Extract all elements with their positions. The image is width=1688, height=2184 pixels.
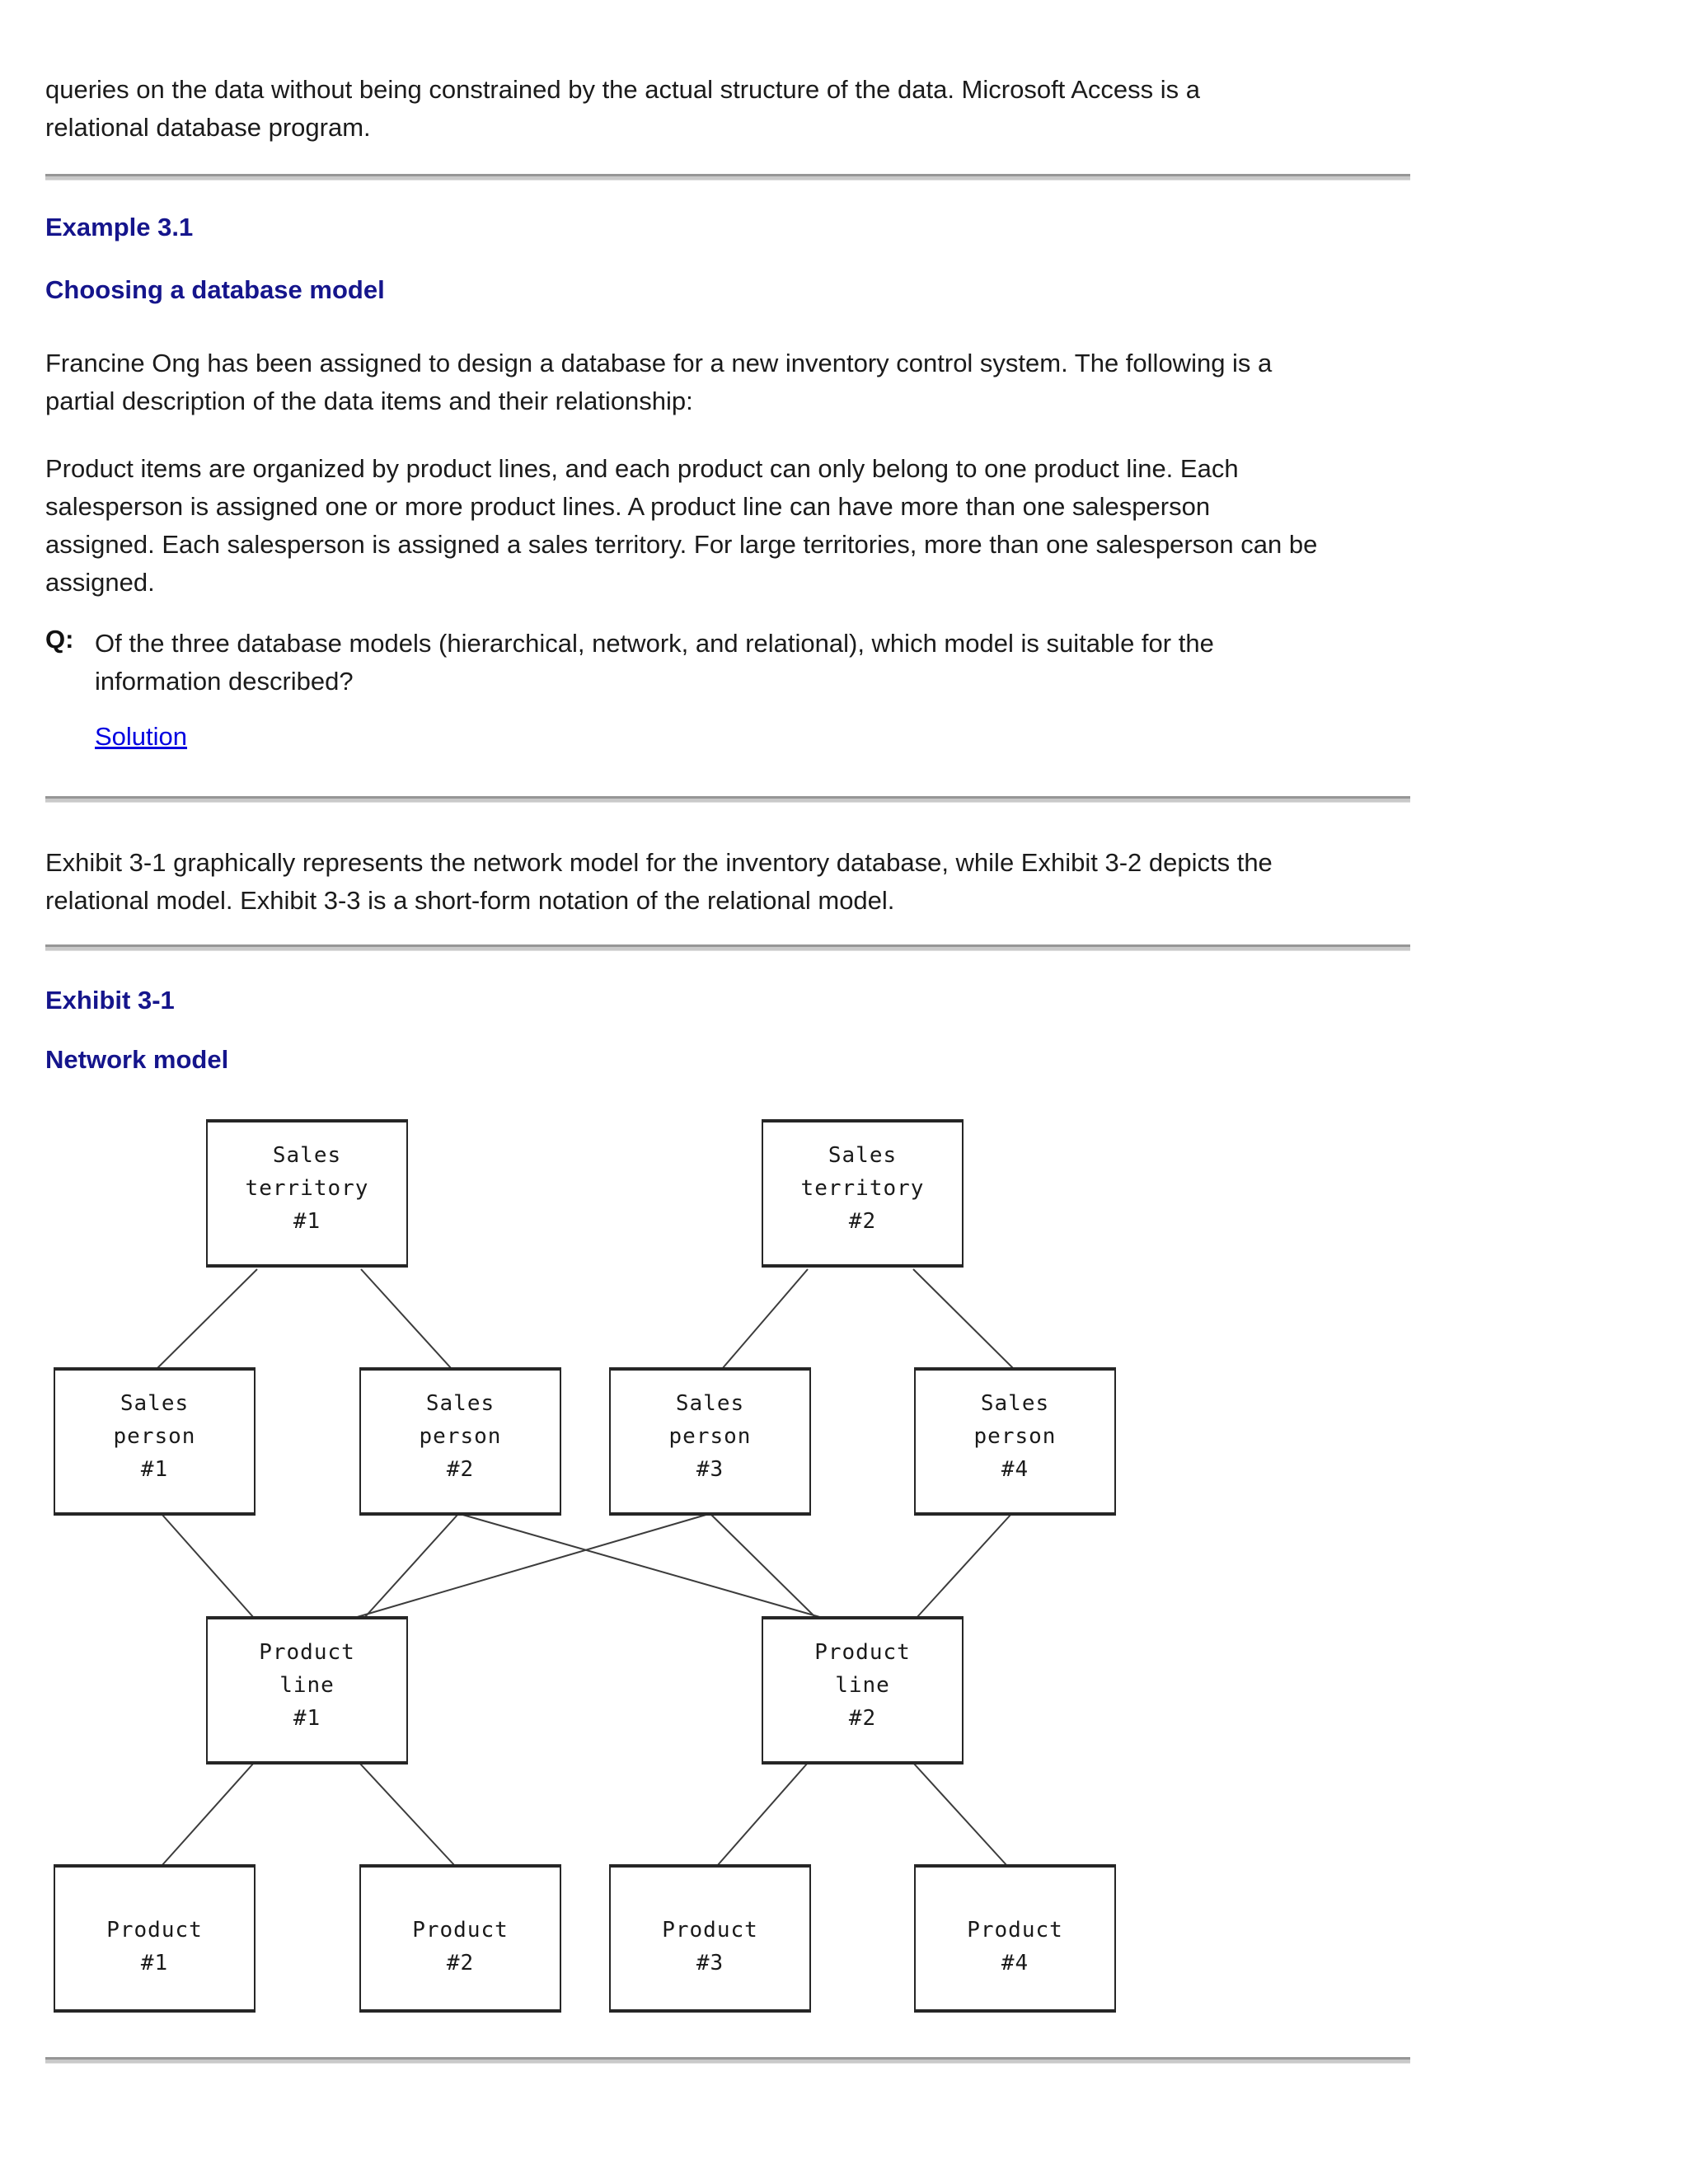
diagram-box-sales-person-4: Sales person #4: [914, 1367, 1116, 1516]
diagram-box-product-line-2: Product line #2: [762, 1616, 964, 1765]
diagram-box-product-line-1: Product line #1: [206, 1616, 408, 1765]
example-subheading: Choosing a database model: [45, 275, 385, 304]
diagram-box-product-1: Product #1: [54, 1864, 256, 2013]
connector-line: [721, 1268, 809, 1370]
connector-line: [363, 1513, 459, 1619]
diagram-box-sales-territory-2: Sales territory #2: [762, 1119, 964, 1268]
diagram-box-label: Product line #2: [814, 1640, 911, 1731]
diagram-box-sales-territory-1: Sales territory #1: [206, 1119, 408, 1268]
horizontal-rule-2: [45, 796, 1410, 803]
connector-line: [360, 1268, 452, 1370]
diagram-box-label: Sales person #3: [668, 1391, 752, 1482]
diagram-box-product-4: Product #4: [914, 1864, 1116, 2013]
connector-line: [912, 1268, 1015, 1370]
paragraph-exhibit-intro: Exhibit 3-1 graphically represents the n…: [45, 848, 1273, 915]
paragraph-intro-access: queries on the data without being constr…: [45, 75, 1200, 142]
exhibit-subheading: Network model: [45, 1045, 229, 1074]
diagram-box-label: Product line #1: [259, 1640, 355, 1731]
diagram-box-label: Sales person #4: [973, 1391, 1057, 1482]
diagram-box-sales-person-1: Sales person #1: [54, 1367, 256, 1516]
example-heading: Example 3.1: [45, 213, 194, 241]
connector-line: [710, 1513, 817, 1619]
diagram-box-product-3: Product #3: [609, 1864, 811, 2013]
diagram-box-label: Product #3: [662, 1918, 758, 1975]
connector-line: [156, 1268, 258, 1370]
connector-line: [716, 1762, 809, 1867]
question-block: Q: Of the three database models (hierarc…: [45, 625, 1430, 701]
paragraph-francine: Francine Ong has been assigned to design…: [45, 349, 1273, 415]
diagram-box-label: Product #1: [106, 1918, 203, 1975]
question-text: Of the three database models (hierarchic…: [95, 629, 1214, 696]
connector-line: [459, 1513, 823, 1619]
horizontal-rule-3: [45, 944, 1410, 951]
diagram-box-label: Sales person #2: [419, 1391, 502, 1482]
horizontal-rule-1: [45, 174, 1410, 180]
connector-line: [359, 1762, 456, 1867]
question-label: Q:: [45, 625, 74, 654]
diagram-box-label: Sales territory #2: [800, 1143, 925, 1234]
diagram-box-product-2: Product #2: [359, 1864, 561, 2013]
connector-line: [354, 1513, 710, 1619]
diagram-box-label: Product #2: [412, 1918, 509, 1975]
diagram-box-sales-person-3: Sales person #3: [609, 1367, 811, 1516]
horizontal-rule-4: [45, 2057, 1410, 2064]
exhibit-heading: Exhibit 3-1: [45, 986, 175, 1015]
diagram-box-label: Product #4: [967, 1918, 1063, 1975]
paragraph-description: Product items are organized by product l…: [45, 454, 1318, 597]
connector-line: [912, 1762, 1008, 1867]
connector-line: [161, 1762, 255, 1867]
diagram-box-label: Sales territory #1: [245, 1143, 369, 1234]
connector-line: [916, 1513, 1012, 1619]
solution-link[interactable]: Solution: [95, 722, 188, 751]
connector-line: [161, 1513, 255, 1619]
diagram-box-sales-person-2: Sales person #2: [359, 1367, 561, 1516]
diagram-box-label: Sales person #1: [113, 1391, 196, 1482]
